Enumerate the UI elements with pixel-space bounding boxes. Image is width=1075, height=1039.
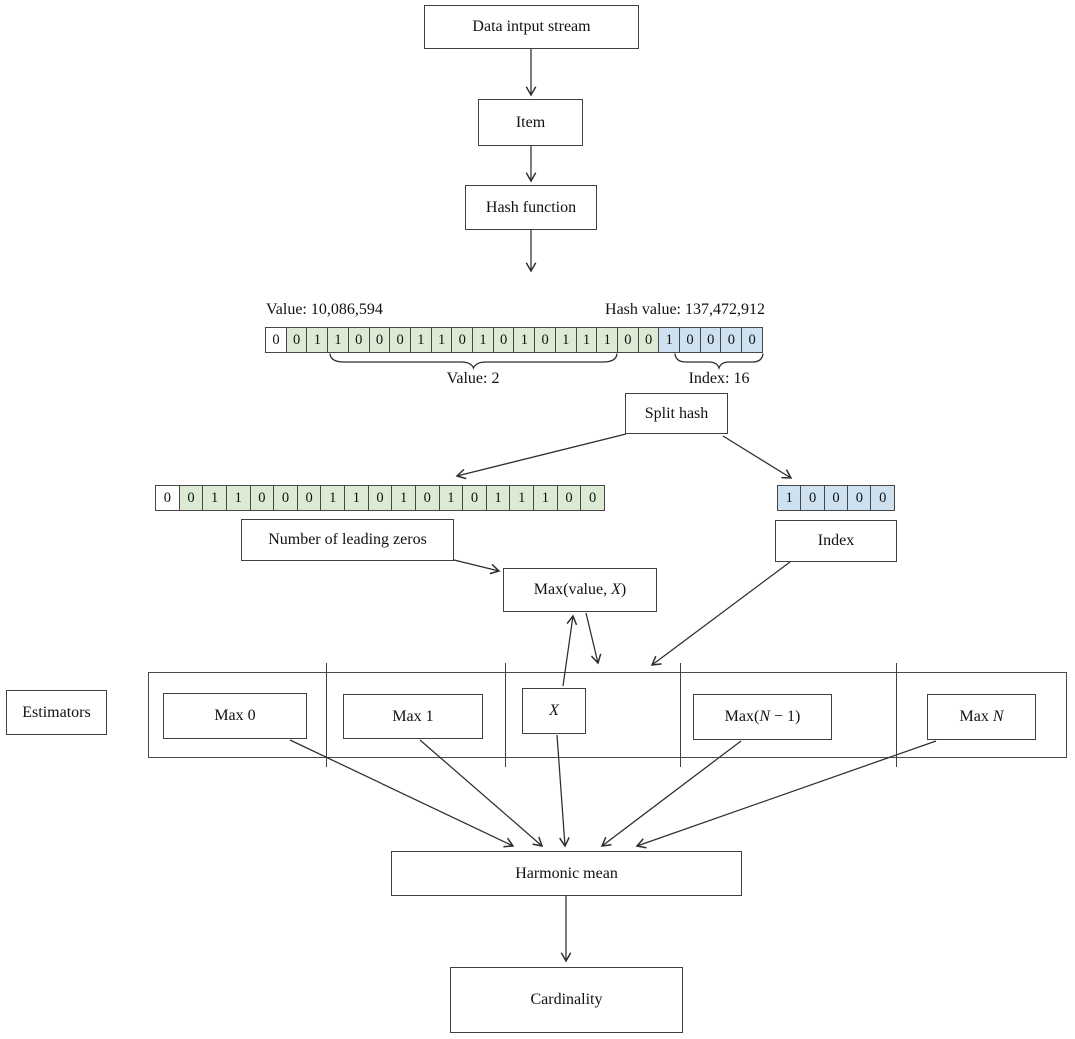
bit-cell: 0 [249,485,275,511]
bit-cell: 0 [273,485,298,511]
estimator-divider [680,663,682,767]
max-n-box: Max N [927,694,1036,740]
arrow-index-to-estimators [650,561,791,666]
bit-cell: 1 [513,327,536,353]
x-register-label: X [549,702,559,720]
data-input-stream-box: Data intput stream [424,5,639,49]
bit-cell: 0 [414,485,440,511]
estimator-divider [505,663,507,767]
bit-cell: 0 [870,485,895,511]
bit-cell: 0 [462,485,487,511]
estimators-label-box: Estimators [6,690,107,735]
bit-cell: 1 [777,485,802,511]
max1-label: Max 1 [392,707,434,725]
x-register-box: X [522,688,586,734]
arrow-split-to-index-bits [722,435,793,479]
bit-cell: 0 [389,327,412,353]
bit-cell: 1 [391,485,417,511]
bit-cell: 0 [679,327,701,353]
bit-cell: 1 [320,485,346,511]
item-box: Item [478,99,583,146]
bit-cell: 1 [344,485,369,511]
index-box: Index [775,520,897,562]
bit-cell: 0 [823,485,849,511]
bit-cell: 0 [265,327,287,353]
bit-cell: 1 [658,327,681,353]
cardinality-label: Cardinality [530,991,603,1009]
max-n-minus-1-box: Max(N − 1) [693,694,832,740]
split-hash-box: Split hash [625,393,728,434]
bit-cell: 0 [285,327,308,353]
max-n-label: Max N [959,708,1004,726]
bit-cell: 0 [720,327,743,353]
estimators-label: Estimators [22,703,91,721]
bit-cell: 1 [485,485,511,511]
max-value-x-label: Max(value, X) [533,581,627,599]
bit-cell: 0 [741,327,764,353]
bit-cell: 1 [430,327,453,353]
bit-cell: 1 [533,485,558,511]
bit-cell: 0 [492,327,515,353]
value-brace [329,353,618,370]
estimator-divider [896,663,898,767]
bit-cell: 1 [306,327,329,353]
bit-cell: 0 [178,485,204,511]
hash-function-label: Hash function [485,198,577,216]
split-hash-label: Split hash [644,404,709,422]
max-n-minus-1-label: Max(N − 1) [724,708,801,726]
index-label: Index [817,532,855,550]
index-brace-label: Index: 16 [688,370,750,387]
max0-box: Max 0 [163,693,307,739]
cardinality-box: Cardinality [450,967,683,1033]
max1-box: Max 1 [343,694,483,739]
bit-cell: 0 [556,485,582,511]
bit-cell: 1 [509,485,535,511]
estimator-divider [326,663,328,767]
bit-cell: 1 [438,485,464,511]
harmonic-mean-box: Harmonic mean [391,851,742,896]
bit-cell: 0 [534,327,557,353]
bit-cell: 1 [596,327,619,353]
max0-label: Max 0 [214,707,256,725]
bit-cell: 0 [699,327,722,353]
bit-cell: 1 [225,485,251,511]
arrow-zeros-to-max [453,559,501,575]
bit-cell: 0 [155,485,180,511]
data-input-stream-label: Data intput stream [472,18,591,36]
hash-value-label: Hash value: 137,472,912 [605,301,765,318]
bit-cell: 0 [580,485,606,511]
bit-cell: 0 [800,485,825,511]
bit-cell: 0 [637,327,660,353]
bit-cell: 0 [367,485,393,511]
bit-cell: 0 [616,327,639,353]
number-of-leading-zeros-box: Number of leading zeros [241,519,454,561]
bit-cell: 0 [368,327,391,353]
index-brace [674,353,764,370]
bit-cell: 1 [575,327,598,353]
bit-cell: 1 [327,327,349,353]
bit-cell: 0 [847,485,872,511]
number-of-leading-zeros-label: Number of leading zeros [268,531,427,549]
value-full-label: Value: 10,086,594 [266,301,383,318]
item-label: Item [515,113,546,131]
bit-cell: 1 [472,327,494,353]
max-value-x-box: Max(value, X) [503,568,657,612]
bit-cell: 1 [409,327,432,353]
bit-cell: 1 [202,485,228,511]
hash-function-box: Hash function [465,185,597,230]
arrow-max-to-estimators [585,612,602,665]
value-brace-label: Value: 2 [446,370,500,387]
bit-cell: 0 [347,327,370,353]
arrow-split-to-value-bits [455,433,627,480]
bit-cell: 1 [554,327,577,353]
bit-cell: 0 [451,327,474,353]
bit-cell: 0 [296,485,322,511]
harmonic-mean-label: Harmonic mean [515,864,618,882]
